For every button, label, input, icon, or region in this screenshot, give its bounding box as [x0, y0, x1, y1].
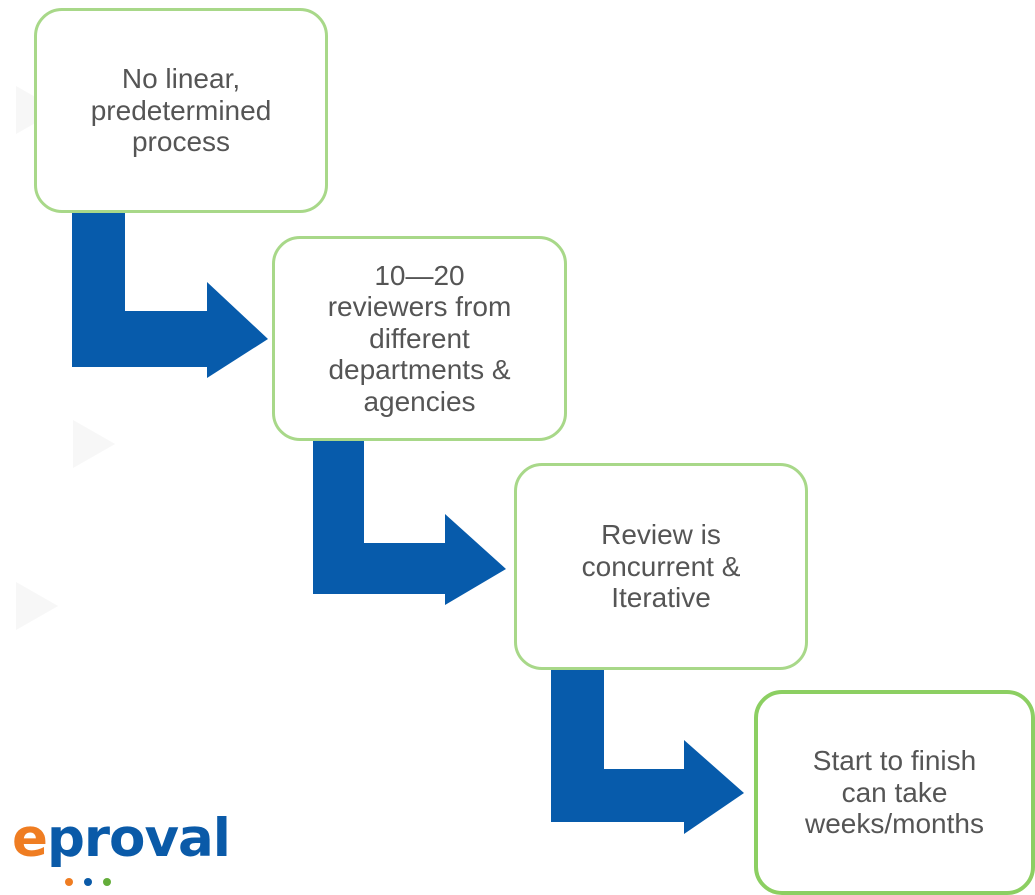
- logo-dot-orange: [65, 878, 73, 886]
- logo-wordmark-rest: proval: [46, 808, 231, 869]
- step-box-2: 10—20 reviewers from different departmen…: [272, 236, 567, 441]
- bent-arrow-icon-3: [551, 667, 744, 834]
- bent-arrow-icon-2: [313, 439, 506, 605]
- logo-dot-blue: [84, 878, 92, 886]
- logo-e-letter: e: [12, 808, 48, 869]
- step-text-2: 10—20 reviewers from different departmen…: [327, 260, 512, 417]
- faint-play-triangle-icon-3: [16, 582, 58, 630]
- logo-dot-green: [103, 878, 111, 886]
- step-box-1: No linear, predetermined process: [34, 8, 328, 213]
- step-text-1: No linear, predetermined process: [90, 63, 272, 158]
- step-text-3: Review is concurrent & Iterative: [581, 519, 741, 614]
- eproval-logo: eproval: [12, 812, 231, 888]
- step-box-4: Start to finish can take weeks/months: [754, 690, 1035, 895]
- eproval-wordmark: eproval: [12, 812, 231, 865]
- step-text-4: Start to finish can take weeks/months: [805, 745, 984, 840]
- faint-play-triangle-icon-2: [73, 420, 115, 468]
- step-box-3: Review is concurrent & Iterative: [514, 463, 808, 670]
- bent-arrow-icon-1: [72, 206, 268, 378]
